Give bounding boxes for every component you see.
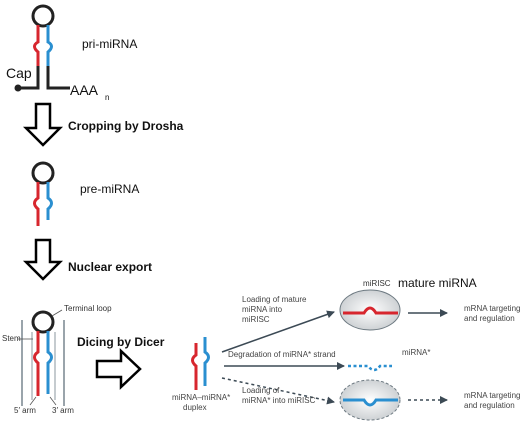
- pre-mirna-label: pre-miRNA: [80, 182, 139, 196]
- mirna-duplex: [191, 337, 210, 390]
- pri-mirna-hairpin: [14, 4, 70, 92]
- mature-mirna-label: mature miRNA: [398, 276, 477, 290]
- down-arrow-1: [22, 102, 64, 147]
- loading-mature-line3: miRISC: [242, 315, 270, 324]
- step-cropping: Cropping by Drosha: [68, 119, 184, 133]
- mirna-star-label: miRNA*: [402, 348, 430, 357]
- loading-mature-line2: miRNA into: [242, 305, 283, 314]
- mirna-star-strand: [343, 398, 398, 407]
- poly-a-subscript: n: [105, 93, 109, 102]
- loading-mature-line1: Loading of mature: [242, 295, 307, 304]
- mirisc-complex-top: [339, 289, 401, 331]
- degraded-mirna-star: [348, 364, 392, 372]
- dicer-substrate-hairpin: [18, 309, 65, 406]
- mirisc-complex-bottom: [339, 379, 401, 421]
- duplex-label-2: duplex: [183, 403, 207, 412]
- stem-label: Stem: [2, 334, 21, 343]
- three-arm-label: 3′ arm: [52, 406, 74, 415]
- degradation-label: Degradation of miRNA* strand: [228, 350, 336, 359]
- pre-mirna-hairpin: [31, 161, 55, 226]
- outcome-top-line2: and regulation: [464, 314, 515, 323]
- duplex-label-1: miRNA–miRNA*: [172, 393, 230, 402]
- mature-mirna-strand: [343, 306, 398, 315]
- poly-a-label: AAA: [70, 82, 99, 98]
- mirisc-label: miRISC: [363, 279, 391, 288]
- step-dicing: Dicing by Dicer: [77, 335, 165, 349]
- terminal-loop-label: Terminal loop: [64, 304, 112, 313]
- down-arrow-2: [22, 238, 64, 281]
- cap-label: Cap: [6, 65, 32, 81]
- pri-mirna-label: pri-miRNA: [82, 37, 137, 51]
- outcome-bottom-line1: mRNA targeting: [464, 391, 520, 400]
- right-arrow: [95, 348, 142, 390]
- outcome-top-line1: mRNA targeting: [464, 304, 520, 313]
- loading-star-line2: miRNA* into miRISC: [242, 396, 316, 405]
- five-arm-label: 5′ arm: [14, 406, 36, 415]
- loading-star-line1: Loading of: [242, 386, 280, 395]
- step-export: Nuclear export: [68, 260, 152, 274]
- arrow-to-mirisc-star: [221, 377, 335, 405]
- cap-dot: [14, 84, 22, 92]
- arrow-to-mirisc: [221, 310, 335, 353]
- outcome-bottom-line2: and regulation: [464, 401, 515, 410]
